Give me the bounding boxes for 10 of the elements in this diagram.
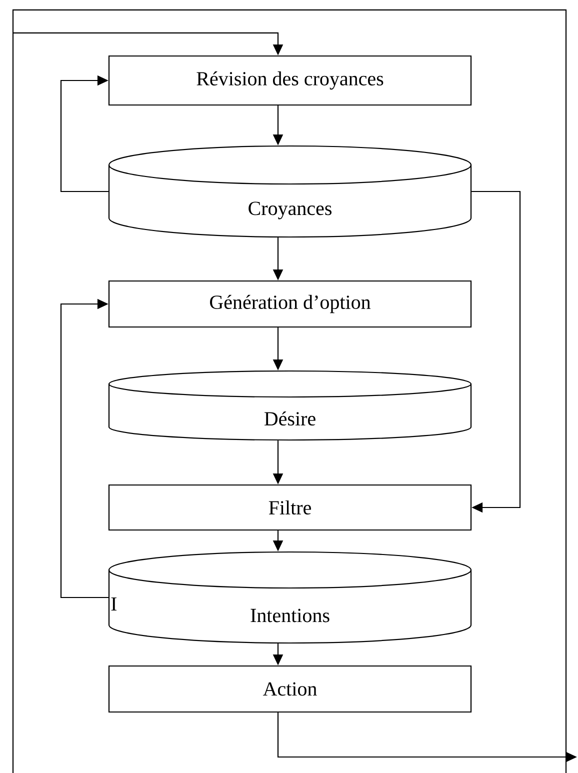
process-box: Révision des croyances (108, 55, 472, 106)
arrow (472, 190, 521, 513)
storage-cylinder: Désire (108, 370, 472, 441)
process-box: Génération d’option (108, 280, 472, 328)
process-box: Action (108, 665, 472, 713)
arrow (60, 298, 108, 598)
arrow (60, 75, 108, 192)
text-label: I (111, 597, 116, 611)
process-box: Filtre (108, 484, 472, 531)
storage-cylinder: Croyances (108, 145, 472, 238)
